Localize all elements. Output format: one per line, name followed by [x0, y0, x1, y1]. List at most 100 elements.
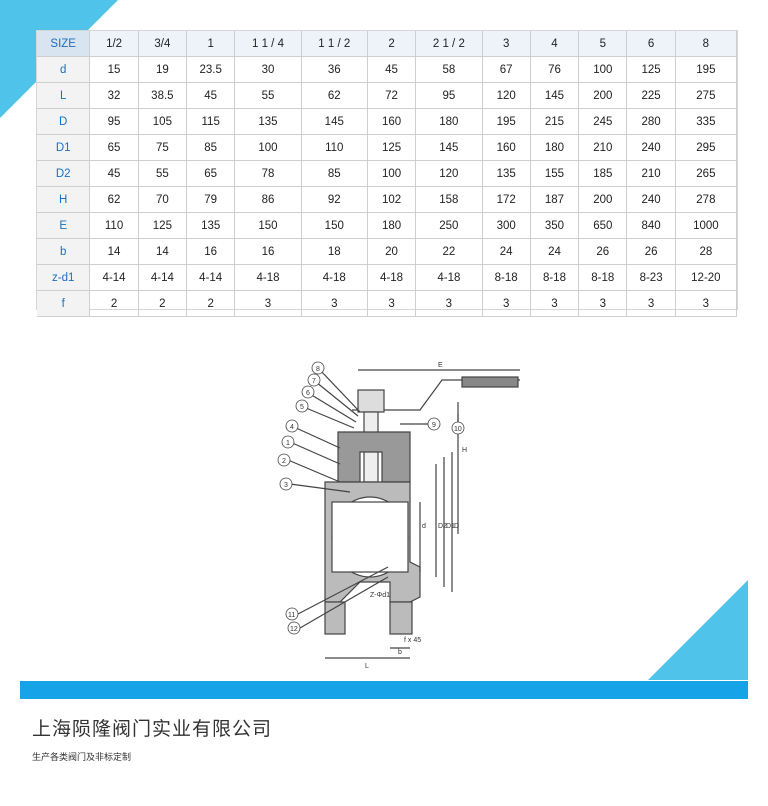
- table-cell: 102: [367, 187, 417, 213]
- table-cell: 55: [138, 161, 188, 187]
- table-cell: 115: [187, 109, 236, 135]
- table-cell: 6: [627, 31, 676, 57]
- table-cell: 58: [416, 57, 483, 83]
- table-cell: 30: [235, 57, 302, 83]
- label-E: E: [438, 362, 443, 369]
- table-cell: 86: [235, 187, 302, 213]
- table-cell: 4-14: [90, 265, 139, 291]
- table-cell: 45: [367, 57, 417, 83]
- table-cell: 4-18: [416, 265, 483, 291]
- table-cell: 5: [579, 31, 628, 57]
- table-cell: 180: [367, 213, 417, 239]
- flange-left: [324, 601, 346, 635]
- table-cell: 145: [416, 135, 483, 161]
- table-cell: 45: [187, 83, 236, 109]
- table-cell: 145: [530, 83, 580, 109]
- table-cell: 160: [482, 135, 531, 161]
- table-cell: 110: [90, 213, 139, 239]
- table-cell: 100: [367, 161, 417, 187]
- svg-text:9: 9: [432, 422, 436, 429]
- table-cell: 22: [416, 239, 483, 265]
- table-cell: 3: [482, 31, 531, 57]
- row-header: b: [37, 239, 91, 265]
- table-cell: 85: [301, 161, 368, 187]
- svg-text:4: 4: [290, 424, 294, 431]
- table-cell: 72: [367, 83, 417, 109]
- row-header: H: [37, 187, 91, 213]
- label-d: d: [422, 523, 426, 530]
- stem-nut: [357, 389, 385, 413]
- label-D: D: [454, 523, 459, 530]
- table-cell: 24: [530, 239, 580, 265]
- table-cell: 280: [627, 109, 676, 135]
- bore: [331, 501, 409, 573]
- table-cell: 78: [235, 161, 302, 187]
- table-cell: 1/2: [90, 31, 139, 57]
- table-cell: 32: [90, 83, 139, 109]
- table-cell: 24: [482, 239, 531, 265]
- flange-right: [389, 601, 413, 635]
- table-cell: 650: [579, 213, 628, 239]
- table-cell: 125: [138, 213, 188, 239]
- table-cell: 19: [138, 57, 188, 83]
- table-cell: 18: [301, 239, 368, 265]
- table-cell: 215: [530, 109, 580, 135]
- svg-text:12: 12: [290, 626, 298, 633]
- table-cell: 1 1 / 4: [235, 31, 302, 57]
- svg-text:1: 1: [286, 440, 290, 447]
- table-cell: 210: [579, 135, 628, 161]
- table-cell: 195: [675, 57, 737, 83]
- svg-text:10: 10: [454, 426, 462, 433]
- label-zd1: Z-Φd1: [370, 592, 390, 599]
- label-D1: D1: [446, 523, 455, 530]
- table-cell: 62: [90, 187, 139, 213]
- table-cell: 2: [367, 31, 417, 57]
- table-cell: 210: [627, 161, 676, 187]
- table-cell: 16: [187, 239, 236, 265]
- table-cell: 62: [301, 83, 368, 109]
- table-cell: 110: [301, 135, 368, 161]
- table-cell: 135: [482, 161, 531, 187]
- table-cell: 14: [138, 239, 188, 265]
- table-cell: 150: [301, 213, 368, 239]
- table-cell: 92: [301, 187, 368, 213]
- table-cell: 295: [675, 135, 737, 161]
- table-cell: 55: [235, 83, 302, 109]
- label-b: b: [398, 649, 402, 656]
- table-cell: 95: [416, 83, 483, 109]
- table-cell: 265: [675, 161, 737, 187]
- table-cell: 245: [579, 109, 628, 135]
- table-cell: 3: [530, 291, 580, 317]
- table-cell: 45: [90, 161, 139, 187]
- table-cell: 335: [675, 109, 737, 135]
- svg-text:2: 2: [282, 458, 286, 465]
- table-cell: 4-18: [301, 265, 368, 291]
- table-cell: 3: [367, 291, 417, 317]
- table-cell: 200: [579, 187, 628, 213]
- table-cell: 180: [416, 109, 483, 135]
- tagline: 生产各类阀门及非标定制: [32, 753, 132, 763]
- table-cell: 8: [675, 31, 737, 57]
- table-cell: 158: [416, 187, 483, 213]
- table-cell: 2: [90, 291, 139, 317]
- table-cell: 70: [138, 187, 188, 213]
- table-cell: 95: [90, 109, 139, 135]
- table-cell: 225: [627, 83, 676, 109]
- company-name: 上海陨隆阀门实业有限公司: [32, 718, 273, 740]
- row-header: f: [37, 291, 91, 317]
- table-cell: 185: [579, 161, 628, 187]
- table-cell: 15: [90, 57, 139, 83]
- row-header: d: [37, 57, 91, 83]
- table-cell: 20: [367, 239, 417, 265]
- table-cell: 200: [579, 83, 628, 109]
- label-f45: f x 45: [404, 637, 421, 644]
- row-header: D2: [37, 161, 91, 187]
- table-cell: 4: [530, 31, 580, 57]
